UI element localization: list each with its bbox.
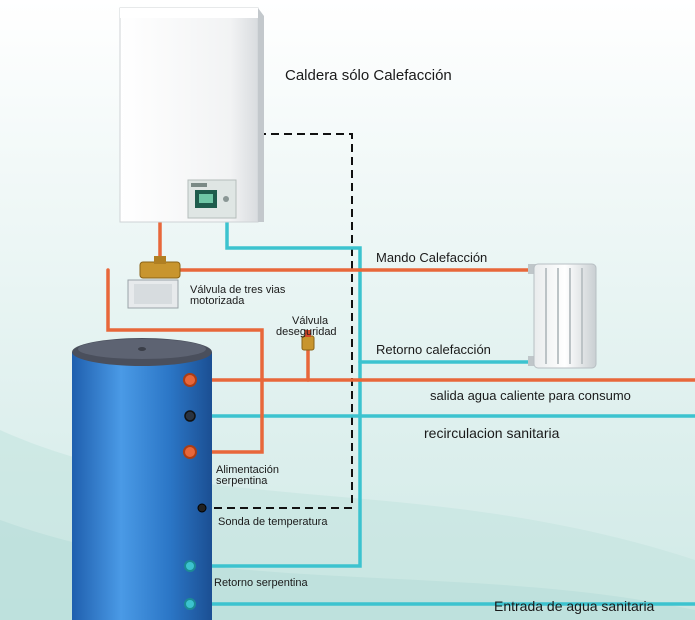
label-recirculacion: recirculacion sanitaria (424, 425, 560, 441)
safety-valve-icon (301, 330, 315, 351)
label-alimentacion-1: Alimentación (216, 464, 279, 476)
label-salida-agua: salida agua caliente para consumo (430, 388, 631, 403)
tank-recirculation-port (184, 410, 196, 422)
label-retorno-serpentina: Retorno serpentina (214, 577, 308, 589)
control-dashed-line (212, 133, 353, 509)
label-valvula-tres-vias-1: Válvula de tres vias (190, 284, 286, 296)
label-valvula-seguridad-1: Válvula (292, 315, 329, 327)
label-valvula-seguridad-2: deseguridad (276, 326, 337, 338)
tank-sensor-port (197, 503, 207, 513)
three-way-valve-icon (127, 256, 181, 309)
cold-pipes (196, 220, 695, 606)
tank-coil-feed-port (183, 445, 197, 459)
tank-coil-return-port (184, 560, 196, 572)
label-entrada-agua: Entrada de agua sanitaria (494, 598, 655, 614)
coil-feed-pipe (106, 268, 264, 454)
diagram-title: Caldera sólo Calefacción (285, 67, 452, 84)
label-retorno-calefaccion: Retorno calefacción (376, 342, 491, 357)
radiator-icon (528, 263, 597, 369)
tank-outlet-hot (183, 373, 197, 387)
return-heating-pipe (208, 220, 362, 568)
label-mando-calefaccion: Mando Calefacción (376, 250, 487, 265)
boiler (119, 7, 264, 223)
tank-cold-inlet-port (184, 598, 196, 610)
boiler-logo (191, 183, 207, 187)
label-valvula-tres-vias-2: motorizada (190, 295, 245, 307)
hot-pipes (106, 220, 695, 454)
label-sonda: Sonda de temperatura (218, 516, 328, 528)
water-tank-icon (72, 338, 212, 620)
label-alimentacion-2: serpentina (216, 475, 268, 487)
